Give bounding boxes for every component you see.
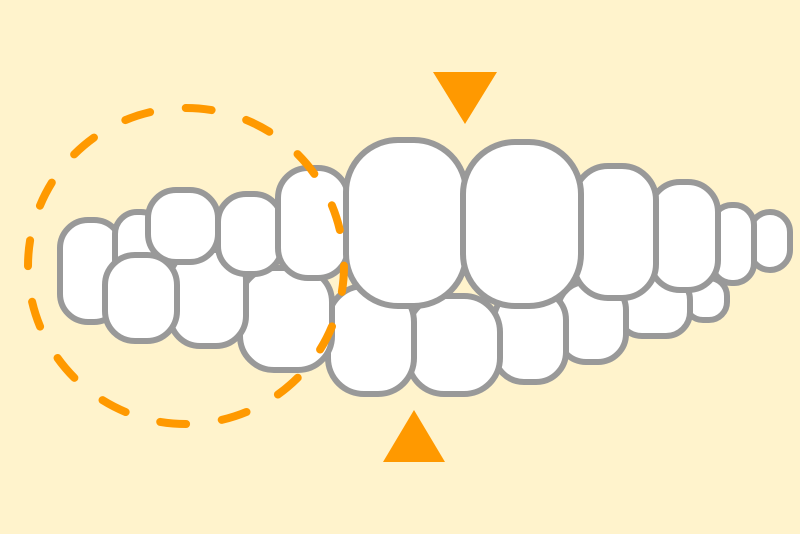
dashed-circle-highlight [24,104,348,428]
upper-tooth [571,163,659,301]
arrow-up-triangle-icon [383,410,445,462]
upper-central-incisor [343,137,469,309]
upper-tooth [145,187,221,265]
lower-tooth [405,293,503,397]
upper-front-teeth [343,137,584,309]
upper-tooth [647,179,721,293]
upper-central-incisor [460,139,584,309]
arrow-down-triangle-icon [433,72,497,124]
upper-tooth [215,191,285,277]
lower-tooth [237,265,335,373]
lower-teeth [167,247,730,397]
lower-back-tooth [102,252,180,344]
